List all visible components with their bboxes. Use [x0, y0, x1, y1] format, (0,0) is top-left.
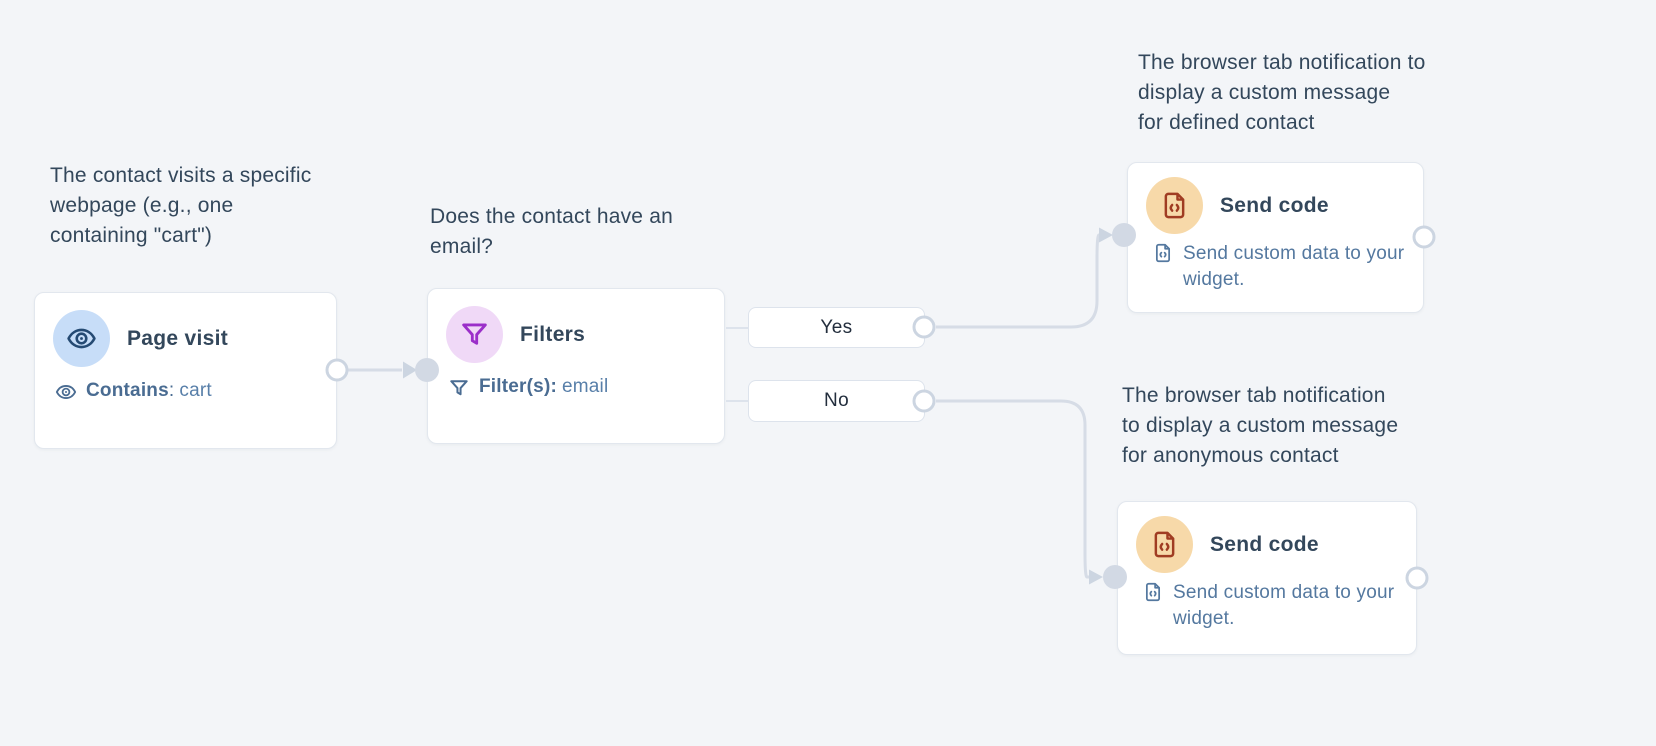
arrowhead-send-code-defined-in — [1099, 227, 1113, 243]
node-send-code-anonymous[interactable]: Send code Send custom data to your widge… — [1117, 501, 1417, 655]
arrowhead-send-code-anonymous-in — [1089, 569, 1103, 585]
eye-icon — [53, 310, 110, 367]
funnel-icon — [446, 306, 503, 363]
branch-yes[interactable]: Yes — [748, 307, 925, 348]
annotation-page-visit: The contact visits a specific webpage (e… — [50, 164, 312, 247]
node-page-visit[interactable]: Page visit Contains:cart — [34, 292, 337, 449]
annotation-filters: Does the contact have an email? — [430, 205, 673, 258]
node-description-send-code: Send custom data to your widget. — [1183, 243, 1405, 290]
node-title-send-code: Send code — [1210, 532, 1319, 556]
code-file-icon-small — [1142, 581, 1164, 603]
branch-no[interactable]: No — [748, 380, 925, 422]
node-meta-page-visit: Contains:cart — [86, 380, 212, 401]
eye-icon-small — [55, 381, 77, 403]
code-file-icon — [1146, 177, 1203, 234]
arrowhead-filters-in — [403, 361, 417, 379]
connector-no-send-code — [936, 399, 1089, 579]
node-send-code-defined[interactable]: Send code Send custom data to your widge… — [1127, 162, 1424, 313]
connector-yes-send-code — [936, 233, 1101, 329]
node-title-send-code: Send code — [1220, 193, 1329, 217]
code-file-icon — [1136, 516, 1193, 573]
annotation-send-code-defined: The browser tab notification to display … — [1138, 51, 1426, 134]
funnel-icon-small — [448, 377, 470, 399]
node-meta-filters: Filter(s):email — [479, 376, 609, 397]
node-title-page-visit: Page visit — [127, 326, 229, 350]
node-filters[interactable]: Filters Filter(s):email — [427, 288, 725, 444]
node-description-send-code: Send custom data to your widget. — [1173, 582, 1395, 629]
code-file-icon-small — [1152, 242, 1174, 264]
annotation-send-code-anonymous: The browser tab notification to display … — [1122, 384, 1399, 467]
node-title-filters: Filters — [520, 322, 586, 346]
